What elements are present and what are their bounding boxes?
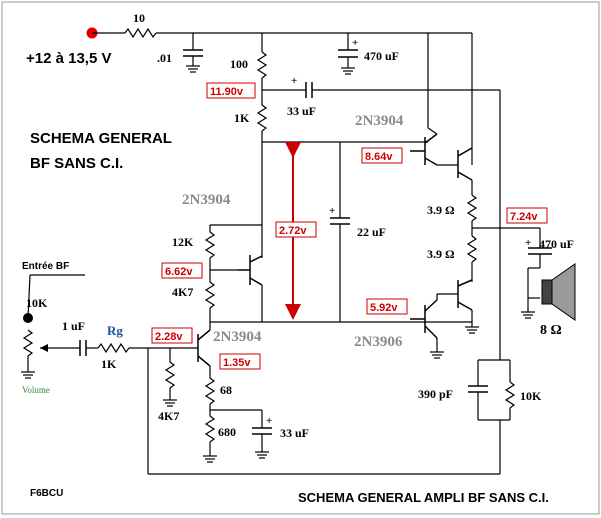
label-c470-top: 470 uF <box>364 49 399 63</box>
label-r68: 68 <box>220 383 232 397</box>
voltage-badge-v6: 5.92v <box>366 298 408 315</box>
cap-470-out <box>521 247 552 319</box>
voltage-badge-v8: 1.35v <box>219 353 261 370</box>
voltage-badge-v2: 8.64v <box>361 147 403 164</box>
transistor-out-pnp <box>457 279 473 311</box>
label-r1k-in: 1K <box>101 357 117 371</box>
svg-text:2.72v: 2.72v <box>279 225 307 237</box>
svg-text:5.92v: 5.92v <box>370 302 398 314</box>
r100 <box>256 33 268 105</box>
label-r39b: 3.9 Ω <box>427 247 455 261</box>
voltage-badge-v5: 6.62v <box>161 262 203 279</box>
label-r680: 680 <box>218 425 236 439</box>
volume-label: Volume <box>22 385 50 395</box>
cap-470-top <box>338 33 358 75</box>
label-c33-emit: 33 uF <box>280 426 309 440</box>
voltage-badge-v3: 7.24v <box>506 207 548 224</box>
label-r10: 10 <box>133 11 145 25</box>
label-q-out: 2N3906 <box>354 334 403 350</box>
footer-caption: SCHEMA GENERAL AMPLI BF SANS C.I. <box>298 490 549 505</box>
title-line1: SCHEMA GENERAL <box>30 130 172 147</box>
svg-text:+: + <box>266 415 272 427</box>
label-r1k-top: 1K <box>234 111 250 125</box>
pot-wiper-icon <box>40 344 48 352</box>
supply-wires <box>92 27 472 39</box>
input-label: Entrée BF <box>22 261 69 272</box>
pnp-wires <box>437 293 479 334</box>
transistor-q-out <box>410 299 438 339</box>
transistor-bias <box>238 255 263 286</box>
label-pot: 10K <box>26 296 48 310</box>
transistor-driver <box>410 133 438 166</box>
q-out-wires <box>430 294 444 359</box>
label-r12k: 12K <box>172 235 194 249</box>
label-q-in: 2N3904 <box>213 329 262 345</box>
transistor-input <box>197 329 211 367</box>
transistor-out-npn <box>457 147 473 181</box>
svg-text:8.64v: 8.64v <box>365 151 393 163</box>
label-c22: 22 uF <box>357 225 386 239</box>
voltage-badge-v7: 2.28v <box>151 327 193 344</box>
label-r4k7-base: 4K7 <box>158 409 179 423</box>
output-stage <box>466 180 541 282</box>
label-r4k7-bias: 4K7 <box>172 285 193 299</box>
label-c470-out: 470 uF <box>539 237 574 251</box>
emitter-network <box>203 322 272 463</box>
svg-text:7.24v: 7.24v <box>510 211 538 223</box>
svg-text:+: + <box>329 205 335 217</box>
label-q-driver: 2N3904 <box>355 113 404 129</box>
label-c001: .01 <box>157 51 172 65</box>
label-r100: 100 <box>230 57 248 71</box>
svg-text:+: + <box>291 75 297 87</box>
cap-001 <box>183 33 203 73</box>
author-label: F6BCU <box>30 488 63 499</box>
svg-text:6.62v: 6.62v <box>165 266 193 278</box>
svg-text:+: + <box>525 237 531 249</box>
feedback-line <box>262 33 501 228</box>
label-c390: 390 pF <box>418 387 453 401</box>
speaker-icon <box>541 263 576 321</box>
title-line2: BF SANS C.I. <box>30 155 123 172</box>
driver-wires <box>427 127 458 166</box>
label-speaker: 8 Ω <box>540 323 562 338</box>
input-terminal <box>23 313 33 323</box>
r1k-top <box>256 104 268 142</box>
svg-text:+: + <box>352 37 358 49</box>
svg-text:2.28v: 2.28v <box>155 331 183 343</box>
svg-text:11.90v: 11.90v <box>210 86 244 98</box>
label-r10k: 10K <box>520 389 542 403</box>
label-rg: Rg <box>107 323 123 338</box>
svg-text:1.35v: 1.35v <box>223 357 251 369</box>
supply-label: +12 à 13,5 V <box>26 50 112 67</box>
label-r39a: 3.9 Ω <box>427 203 455 217</box>
label-c33-top: 33 uF <box>287 104 316 118</box>
label-q-bias: 2N3904 <box>182 192 231 208</box>
label-c1uf: 1 uF <box>62 319 85 333</box>
bias-divider <box>204 224 472 323</box>
feedback-network <box>147 228 516 475</box>
voltage-badge-v4: 2.72v <box>275 221 317 238</box>
voltage-badge-v1: 11.90v <box>206 82 256 99</box>
